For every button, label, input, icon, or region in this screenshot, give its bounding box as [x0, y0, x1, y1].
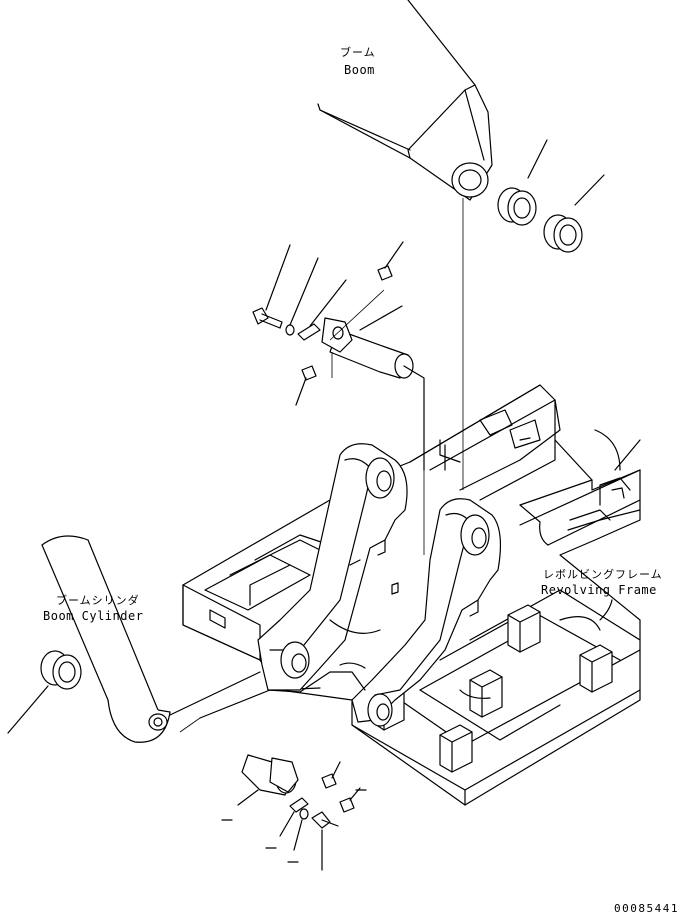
- washer-upper: [286, 258, 318, 335]
- boom-bracket-left: [258, 444, 407, 690]
- revolving-frame-label-jp: レボルビングフレーム: [543, 568, 663, 581]
- boom-cylinder: [42, 536, 260, 742]
- revolving-frame-label-en: Revolving Frame: [541, 583, 657, 597]
- boom: [318, 0, 492, 200]
- plate-upper: [298, 280, 346, 340]
- bolt-upper: [253, 245, 290, 328]
- boom-cylinder-label-en: Boom Cylinder: [43, 609, 144, 623]
- boom-label-en: Boom: [344, 63, 375, 77]
- grease-fitting-upper-2: [296, 366, 316, 405]
- washer-lower: [294, 809, 308, 850]
- boom-foot-pin-upper: [322, 306, 424, 470]
- boom-label-jp: ブーム: [340, 46, 376, 59]
- grease-fitting-lower-2: [340, 788, 360, 812]
- boom-bushing-2: [544, 175, 604, 252]
- boom-cylinder-label-jp: ブームシリンダ: [56, 594, 140, 607]
- boom-cylinder-pin-lower: [200, 688, 320, 805]
- boom-bushing-1: [498, 140, 547, 225]
- cylinder-bushing: [8, 651, 81, 733]
- drawing-number: 00085441: [614, 902, 679, 915]
- boom-bracket-right: [352, 499, 500, 726]
- bolt-lower: [312, 812, 338, 870]
- grease-fitting-upper-1: [378, 242, 403, 280]
- grease-fitting-lower-1: [322, 762, 340, 788]
- plate-lower: [280, 798, 308, 836]
